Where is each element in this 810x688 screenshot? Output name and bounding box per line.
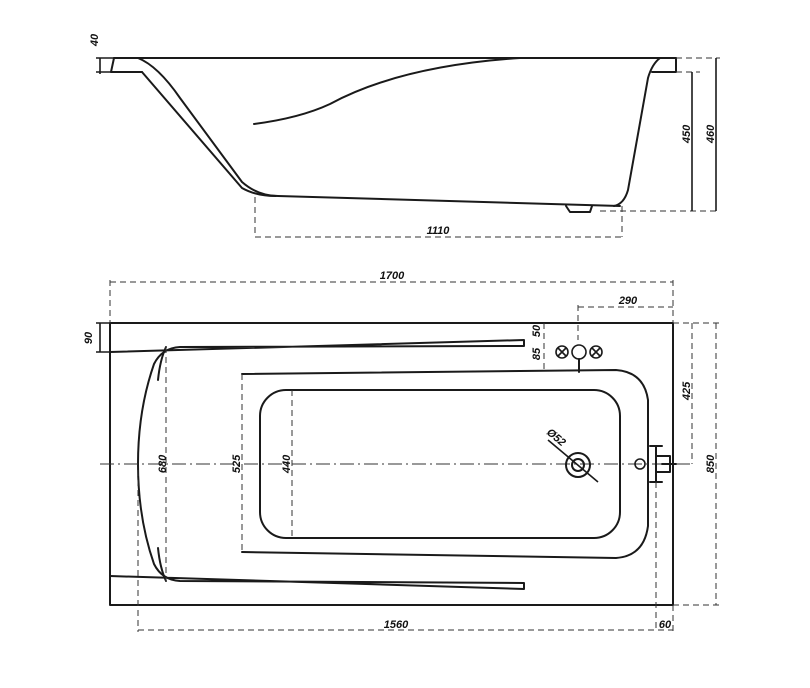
dim-680-label: 680 [157,454,169,473]
dim-1700-line [109,280,674,323]
dim-40-line [96,57,114,74]
overflow-fitting [634,458,646,470]
dim-440-label: 440 [281,454,293,474]
tap-right-icon [589,345,603,359]
dim-1560-line [137,470,674,632]
dim-850-label: 850 [705,454,717,473]
dim-40-label: 40 [89,33,101,47]
tap-left-cross [557,347,567,357]
side-right-wall [613,57,661,207]
dim-460-label: 460 [705,124,717,144]
side-rim-right-lip [651,57,677,73]
dim-1560-label: 1560 [384,619,409,631]
side-foot [565,205,593,213]
dim-85-label: 85 [531,347,543,360]
top-view: Ø52 1700 290 90 50 85 425 850 680 [83,270,720,632]
drain-outer [565,452,591,478]
side-decor-curve [253,57,521,125]
dim-290-line [577,305,673,340]
tap-right-cross [591,347,601,357]
dim-1110-line [254,197,623,238]
drain-diameter-label: Ø52 [544,426,568,449]
dim-90-label: 90 [83,331,95,344]
dim-90-line [96,322,110,353]
dim-60-label: 60 [659,619,672,631]
side-view: 40 450 460 1110 [89,33,720,238]
dim-50-label: 50 [531,324,543,337]
top-rim-taper-upper [157,346,167,381]
dim-1700-label: 1700 [380,270,405,282]
dim-1110-label: 1110 [427,225,451,237]
dim-450-label: 450 [681,124,693,144]
side-rim-left-lip [110,57,143,73]
dim-425-line [673,322,720,464]
dim-525-label: 525 [231,454,243,473]
dim-850-line [673,323,720,606]
tap-left-icon [555,345,569,359]
spout-icon [571,344,587,360]
dim-425-label: 425 [681,381,693,401]
drain-leader [547,439,599,483]
top-floor [259,389,621,539]
drain-inner [571,458,585,472]
dim-290-label: 290 [618,295,638,307]
top-rim-taper-lower [157,547,167,582]
top-bowl-inner [241,369,649,559]
side-left-wall-outer [137,57,621,207]
side-left-wall-inner [141,71,277,197]
